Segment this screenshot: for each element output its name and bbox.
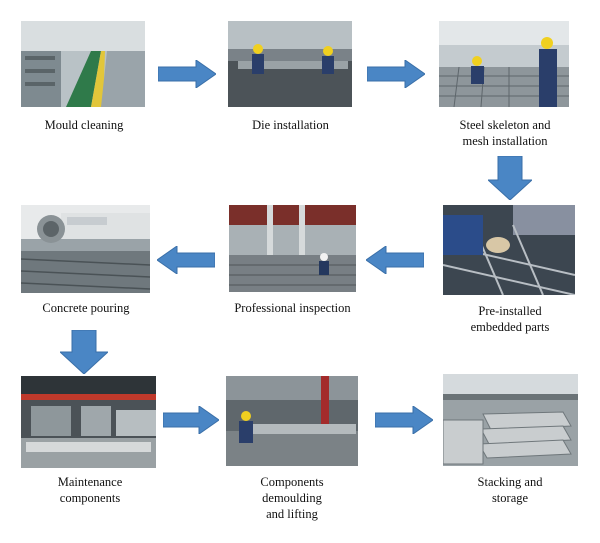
arrow-left-icon	[366, 246, 424, 274]
photo-demoulding	[226, 376, 358, 466]
caption-die-installation: Die installation	[252, 118, 329, 132]
photo-maintenance	[21, 376, 156, 468]
caption-steel-skeleton: Steel skeleton and mesh installation	[459, 118, 551, 148]
arrow-right-icon	[158, 60, 216, 88]
caption-pre-installed: Pre-installed embedded parts	[470, 304, 550, 334]
photo-pre-installed	[443, 205, 575, 295]
caption-maintenance: Maintenance components	[57, 475, 123, 505]
photo-die-installation	[228, 21, 352, 107]
caption-inspection: Professional inspection	[234, 301, 351, 315]
arrow-left-icon	[157, 246, 215, 274]
caption-demoulding: Components demoulding and lifting	[260, 475, 324, 521]
arrow-right-icon	[375, 406, 433, 434]
photo-stacking	[443, 374, 578, 466]
arrow-down-icon	[488, 156, 532, 200]
arrow-down-icon	[60, 330, 108, 374]
caption-stacking: Stacking and storage	[477, 475, 543, 505]
photo-mould-cleaning	[21, 21, 145, 107]
photo-steel-skeleton	[439, 21, 569, 107]
arrow-right-icon	[367, 60, 425, 88]
photo-concrete-pouring	[21, 205, 150, 293]
caption-concrete-pouring: Concrete pouring	[42, 301, 130, 315]
caption-mould-cleaning: Mould cleaning	[44, 118, 124, 132]
arrow-right-icon	[163, 406, 219, 434]
photo-inspection	[229, 205, 356, 292]
